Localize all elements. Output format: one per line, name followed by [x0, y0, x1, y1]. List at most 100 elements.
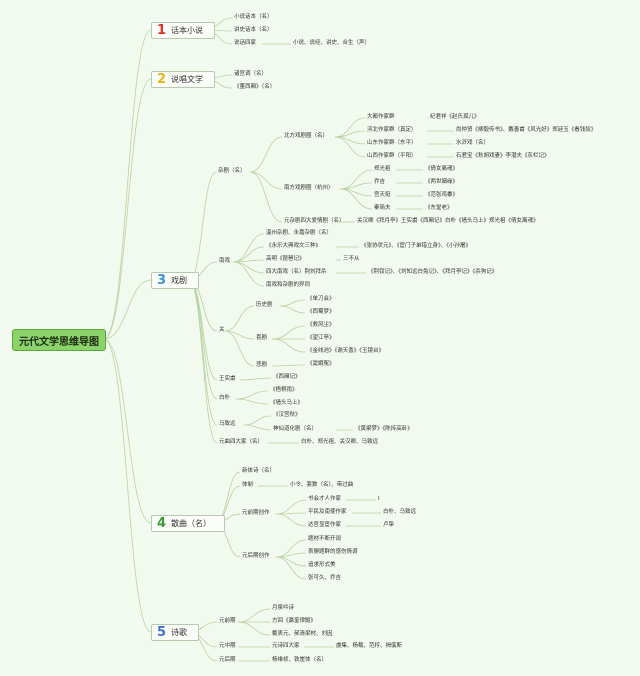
node-qin[interactable]: 秦简夫	[374, 205, 391, 211]
node-qiao-v[interactable]: 《两世姻缘》	[425, 179, 459, 185]
node-s-e1v[interactable]: I	[378, 496, 380, 502]
node-yongle-v[interactable]: 《张协状元》、《宦门子弟错立身》、《小孙屠》	[361, 243, 472, 249]
node-baipu[interactable]: 白朴	[219, 395, 231, 401]
node-xiju[interactable]: 喜剧	[256, 335, 268, 341]
node-yongle[interactable]: 《永乐大典戏文三种》	[266, 243, 322, 249]
node-c1-3a[interactable]: 小说、说经、讲史、合生（声）	[293, 40, 371, 46]
node-north[interactable]: 北方戏剧圈（名）	[284, 133, 329, 139]
node-hebei[interactable]: 河北作家群（真定）	[367, 127, 417, 133]
node-s-e1[interactable]: 书会才人作家	[308, 496, 342, 502]
node-sida-v[interactable]: 《荆钗记》、《刘知远白兔记》、《拜月亭记》《杀狗记》	[368, 269, 498, 275]
node-p-late-v[interactable]: 杨维桢、铁崖体（名）	[272, 657, 328, 663]
node-guan[interactable]: 关	[219, 327, 225, 333]
node-s-ti-v[interactable]: 小令、套数（名）、带过曲	[290, 482, 354, 488]
node-shanxi[interactable]: 山西作家群（平阳）	[367, 153, 417, 159]
node-lishi-2[interactable]: 《西蜀梦》	[307, 309, 335, 315]
category-label: 诗歌	[171, 628, 188, 637]
root-topic[interactable]: 元代文学思维导图	[12, 329, 106, 351]
node-nanxi-z[interactable]: 南戏和杂剧的异同	[266, 282, 311, 288]
node-p-mid-vv[interactable]: 虞集、杨载、范梈、揭傒斯	[336, 643, 403, 649]
node-gong-v[interactable]: 《范张鸡黍》	[425, 192, 459, 198]
node-yuanqu-v[interactable]: 白朴、郑光祖、关汉卿、马致远	[301, 439, 379, 445]
node-shanxi-v[interactable]: 石君宝《秋胡戏妻》李潜夫《灰栏记》	[456, 153, 550, 159]
node-s-ti[interactable]: 体制	[242, 482, 254, 488]
connector	[103, 338, 152, 633]
node-wangsf-1[interactable]: 《西厢记》	[273, 374, 301, 380]
node-ma-2v[interactable]: 《黄粱梦》《陈抟高卧》	[355, 426, 413, 432]
node-qin-v[interactable]: 《东堂老》	[425, 205, 453, 211]
node-wangsf[interactable]: 王实甫	[219, 376, 236, 382]
node-c2-2[interactable]: 《董西厢》（名）	[234, 84, 276, 90]
node-p-mid[interactable]: 元中期	[219, 643, 236, 649]
node-zheng[interactable]: 郑光祖	[374, 166, 391, 172]
node-p-early[interactable]: 元前期	[219, 618, 236, 624]
node-s-e3[interactable]: 达官显宦作家	[308, 522, 342, 528]
node-s-l2[interactable]: 表摒题群的感伤情调	[308, 549, 358, 555]
connector	[275, 513, 307, 527]
node-p-e3[interactable]: 戴表元、郝清梁材、刘因	[272, 631, 333, 637]
connector	[103, 78, 152, 340]
node-four-v[interactable]: 关汉卿《拜月亭》王实甫《西厢记》白朴《墙头马上》郑光祖《倩女离魂》	[357, 218, 539, 224]
node-p-e2[interactable]: 方回《瀛奎律髓》	[272, 618, 317, 624]
node-c1-3[interactable]: 说话四家	[234, 40, 257, 46]
node-yuanqu[interactable]: 元曲四大家（名）	[219, 439, 264, 445]
node-s-e2v[interactable]: 白朴、马致远	[383, 509, 417, 515]
node-zaju[interactable]: 杂剧（名）	[218, 168, 246, 174]
node-lishi-1[interactable]: 《单刀会》	[307, 296, 335, 302]
connector	[279, 305, 306, 314]
node-sida[interactable]: 四大南戏（名）荆刘拜杀	[266, 269, 327, 275]
node-zheng-v[interactable]: 《倩女离魂》	[425, 166, 459, 172]
category-shige[interactable]: 5 诗歌	[151, 624, 199, 641]
node-c1-1[interactable]: 小说话本（名）	[234, 14, 273, 20]
category-shuochang[interactable]: 2 说唱文学	[151, 71, 215, 88]
category-number: 1	[157, 23, 167, 38]
node-c2-1[interactable]: 诸宫调（名）	[234, 71, 268, 77]
node-s-e3v[interactable]: 卢挚	[383, 522, 395, 528]
node-dadu-v[interactable]: 纪君祥《赵氏孤儿》	[430, 114, 480, 120]
node-shandong-v[interactable]: 水浒戏（名）	[456, 140, 490, 146]
node-p-late[interactable]: 元后期	[219, 657, 236, 663]
node-p-e1[interactable]: 月泉吟诗	[272, 605, 295, 611]
node-qiao[interactable]: 乔吉	[374, 179, 386, 185]
category-xiju[interactable]: 3 戏剧	[151, 272, 199, 289]
node-xiju-2[interactable]: 《望江亭》	[307, 335, 335, 341]
node-ma-1[interactable]: 《汉宫秋》	[273, 412, 301, 418]
node-s-late[interactable]: 元后期创作	[242, 553, 270, 559]
node-s-early[interactable]: 元前期创作	[242, 510, 270, 516]
node-beiju-1[interactable]: 《窦娥冤》	[307, 361, 335, 367]
node-dadu[interactable]: 大都作家群	[367, 114, 395, 120]
node-gaoming-v[interactable]: 三不从	[343, 256, 360, 262]
node-c1-2[interactable]: 讲史话本（名）	[234, 27, 273, 33]
node-ma[interactable]: 马致远	[219, 421, 236, 427]
connector	[235, 390, 269, 400]
connector	[224, 330, 255, 367]
node-baipu-2[interactable]: 《墙头马上》	[270, 400, 304, 406]
node-s-l3[interactable]: 追求形式美	[308, 562, 336, 568]
node-lishi[interactable]: 历史剧	[256, 302, 273, 308]
category-sanqu[interactable]: 4 散曲（名）	[151, 515, 225, 532]
node-south[interactable]: 南方戏剧圈（杭州）	[284, 185, 334, 191]
connector	[103, 279, 152, 340]
node-beiju[interactable]: 悲剧	[256, 362, 268, 368]
category-number: 3	[157, 273, 167, 288]
connector	[188, 279, 218, 400]
node-baipu-1[interactable]: 《梧桐雨》	[270, 387, 298, 393]
node-hebei-v[interactable]: 尚仲贤《柳毅传书》、戴善甫《风光好》郑廷玉《看钱奴》	[456, 127, 597, 133]
connector	[334, 136, 366, 158]
node-s-l4[interactable]: 张可久、乔吉	[308, 575, 342, 581]
node-gong[interactable]: 宫天挺	[374, 192, 391, 198]
node-s-l1[interactable]: 题材不断开阔	[308, 536, 342, 542]
node-s-e2[interactable]: 平民及南使作家	[308, 509, 347, 515]
category-huaben[interactable]: 1 话本小说	[151, 22, 215, 39]
node-xiju-1[interactable]: 《救风尘》	[307, 322, 335, 328]
node-p-mid-v[interactable]: 元诗四大家	[272, 643, 300, 649]
node-shandong[interactable]: 山东作家群（东平）	[367, 140, 417, 146]
node-ma-2[interactable]: 神仙道化剧（名）	[273, 426, 318, 432]
node-wen[interactable]: 温州杂剧、永嘉杂剧（名）	[266, 230, 333, 236]
node-s-new[interactable]: 新体诗（名）	[242, 468, 276, 474]
node-gaoming[interactable]: 高明《琵琶记》	[266, 256, 305, 262]
node-xiju-3[interactable]: 《金线池》《谢天香》《玉镜台》	[307, 348, 385, 354]
node-four[interactable]: 元杂剧四大爱情剧（名）	[284, 218, 345, 224]
connector	[271, 364, 306, 367]
node-nanxi[interactable]: 南戏	[219, 258, 231, 264]
